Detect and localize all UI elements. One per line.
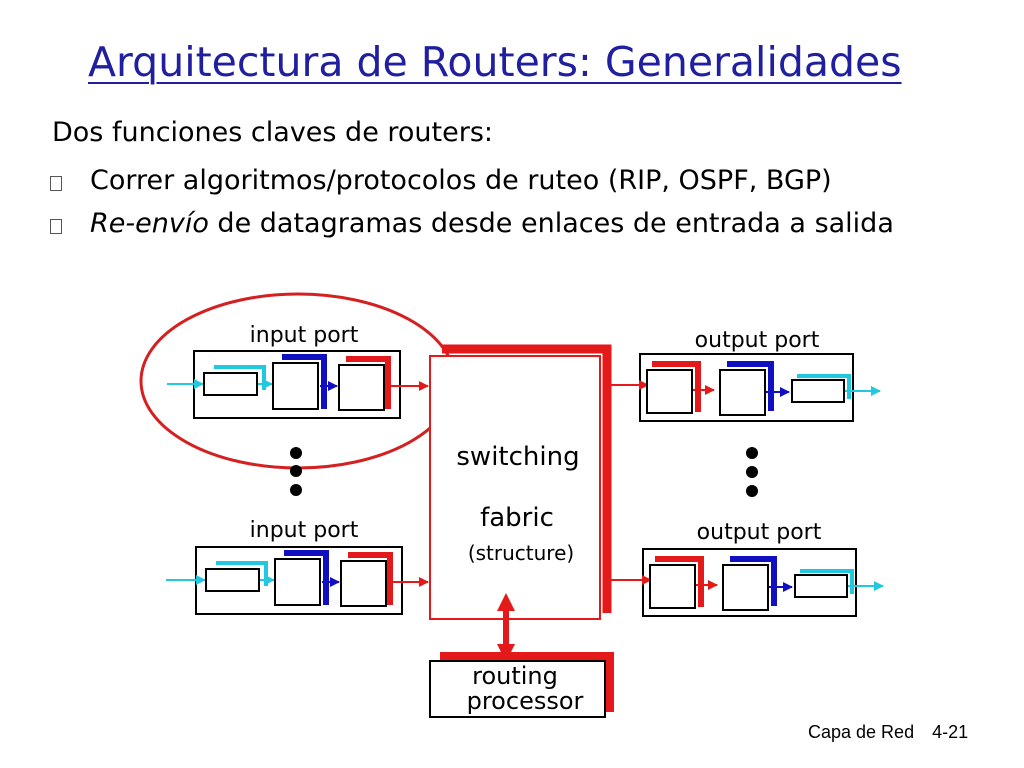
- link-layer-block: [719, 369, 766, 416]
- link-layer-block: [272, 362, 319, 410]
- bullet-marker: [50, 219, 62, 234]
- queue-block: [649, 564, 696, 609]
- bullet-text: Re-envío de datagramas desde enlaces de …: [90, 208, 894, 239]
- link-layer-block: [722, 564, 769, 611]
- output-port-top: output port: [604, 328, 881, 422]
- intro-text: Dos funciones claves de routers:: [52, 117, 493, 148]
- bullet-marker: [50, 176, 62, 191]
- bullet-text: Correr algoritmos/protocolos de ruteo (R…: [90, 165, 832, 196]
- bullet-routing-algorithms: Correr algoritmos/protocolos de ruteo (R…: [50, 165, 832, 196]
- switching-fabric-shadow: [442, 344, 612, 613]
- routing-processor-label-line1: routing: [472, 662, 558, 690]
- footer-section: Capa de Red: [808, 722, 915, 742]
- line-termination-block: [794, 574, 848, 598]
- routing-processor-box: [429, 660, 606, 718]
- lookup-queue-shadow: [346, 356, 391, 409]
- link-layer-shadow: [727, 361, 774, 411]
- footer-page-number: 4-21: [932, 722, 969, 742]
- queue-block: [646, 369, 693, 414]
- routing-processor-label-line2: processor: [467, 687, 584, 715]
- bullet-forwarding: Re-envío de datagramas desde enlaces de …: [50, 208, 894, 239]
- input-port-top: input port: [167, 323, 429, 419]
- link-layer-shadow: [730, 556, 777, 606]
- input-ports-ellipsis: [290, 447, 302, 496]
- switching-fabric: switching fabric (structure): [429, 344, 612, 620]
- routing-processor: routing processor: [429, 652, 614, 718]
- bullet-text-rest: de datagramas desde enlaces de entrada a…: [208, 208, 894, 239]
- queue-shadow: [652, 361, 701, 412]
- link-layer-block: [274, 558, 321, 606]
- output-port-bottom: output port: [604, 520, 884, 617]
- bullet-italic-term: Re-envío: [90, 208, 209, 239]
- input-port-top-label: input port: [250, 323, 359, 348]
- switching-fabric-box: [429, 355, 601, 620]
- output-port-bottom-label: output port: [697, 520, 822, 545]
- switching-fabric-label-line1: switching: [456, 442, 579, 472]
- lookup-queue-block: [340, 560, 387, 607]
- lookup-queue-block: [338, 364, 385, 411]
- line-termination-block: [791, 379, 845, 403]
- link-layer-shadow: [282, 354, 327, 409]
- output-port-top-label: output port: [695, 328, 820, 353]
- line-termination-block: [203, 372, 258, 396]
- line-termination-block: [205, 568, 260, 592]
- routing-processor-shadow: [440, 652, 614, 712]
- slide-title: Arquitectura de Routers: Generalidades: [88, 38, 902, 86]
- input-port-bottom: input port: [166, 518, 429, 615]
- input-port-bottom-label: input port: [250, 518, 359, 543]
- lookup-queue-shadow: [348, 552, 393, 605]
- switching-fabric-label-line3: (structure): [468, 541, 574, 565]
- slide-footer: Capa de Red 4-21: [808, 722, 968, 743]
- switching-fabric-label-line2: fabric: [480, 503, 554, 533]
- output-ports-ellipsis: [746, 447, 758, 497]
- link-layer-shadow: [284, 550, 329, 605]
- queue-shadow: [655, 556, 704, 607]
